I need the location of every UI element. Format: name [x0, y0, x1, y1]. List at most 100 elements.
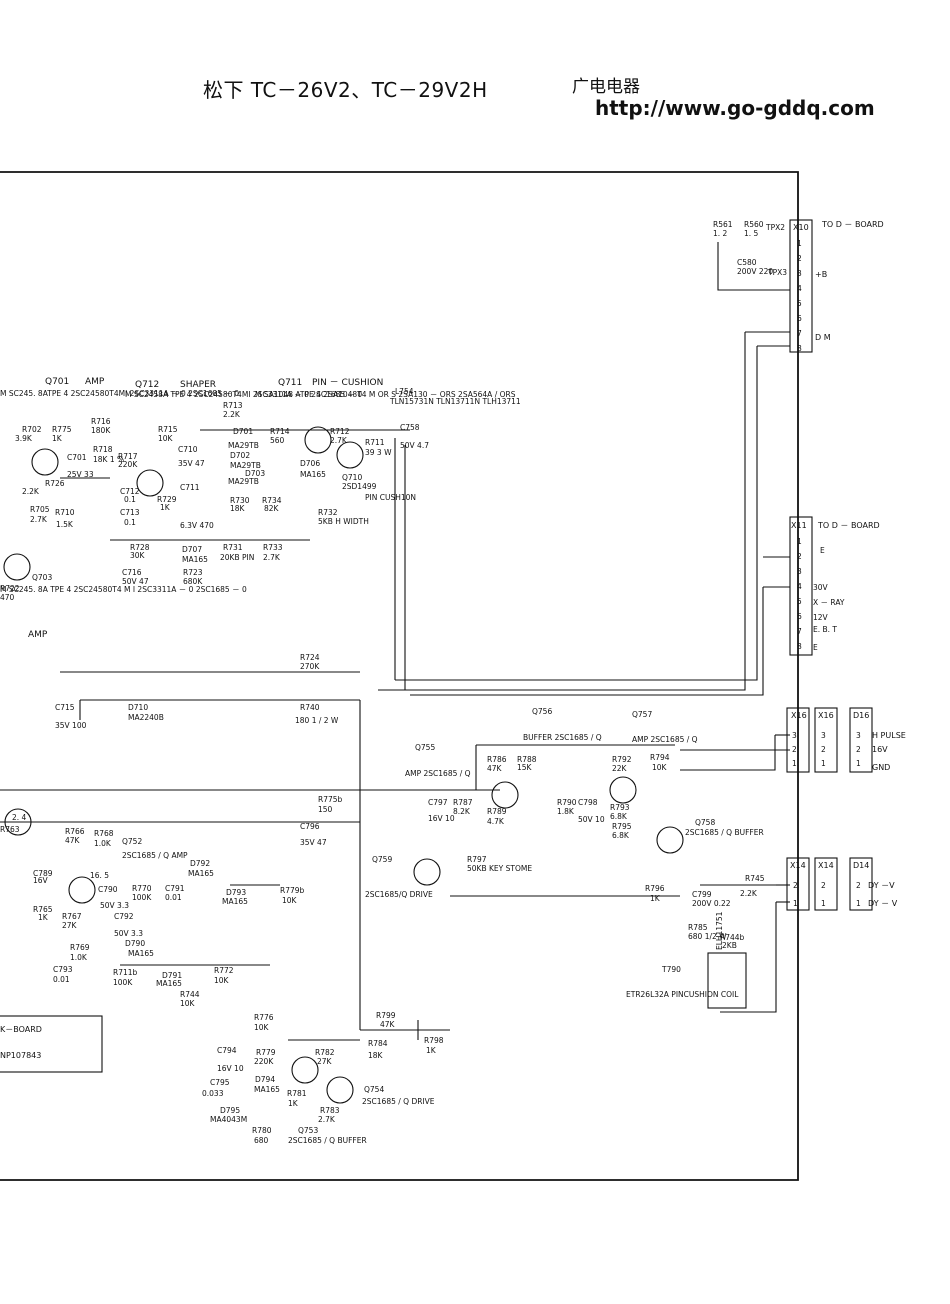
board-part-number: NP107843 [0, 1051, 41, 1060]
pin-number: 1 [792, 759, 797, 768]
component-id: D703 [245, 469, 265, 478]
component-value: 10K [214, 976, 230, 985]
component-id: C580 [737, 258, 757, 267]
component-value: 27K [62, 921, 78, 930]
connector-label: X10 [793, 223, 809, 232]
component-value: 30K [130, 551, 146, 560]
q712-alternates: M SC2458A TPE 4 2SC24580T4MI 2SC3311A － … [125, 390, 362, 399]
board-name: K－BOARD [0, 1025, 42, 1034]
component-id: R765 [33, 905, 53, 914]
pin-label: 12V [813, 613, 829, 622]
q753-symbol [291, 1056, 319, 1084]
component-id: R793 [610, 803, 630, 812]
connector-label: X14 [790, 861, 806, 870]
component-value: MA165 [182, 555, 208, 564]
component-id: C790 [98, 885, 118, 894]
website-url[interactable]: http://www.go-gddq.com [595, 96, 875, 120]
pin-number: 7 [797, 627, 802, 636]
component-id: R770 [132, 884, 152, 893]
component-value: MA4043M [210, 1115, 247, 1124]
component-value: 20KB PIN [220, 553, 254, 562]
q756-symbol [491, 781, 519, 809]
component-value: 0.033 [202, 1089, 224, 1098]
component-value: 39 3 W [365, 448, 392, 457]
component-id: R789 [487, 807, 507, 816]
component-id: R779 [256, 1048, 276, 1057]
pincushion-coil [707, 952, 747, 1009]
component-id: R769 [70, 943, 90, 952]
q712-symbol [136, 469, 164, 497]
component-id: Q756 [532, 707, 552, 716]
component-value: 4.7K [487, 817, 505, 826]
component-labels: R561 1. 2 R560 1. 5 TPX2 TPX3 C580 200V … [0, 220, 787, 1145]
component-value: 82K [264, 504, 280, 513]
component-value: 3.9K [15, 434, 33, 443]
component-id: D790 [125, 939, 145, 948]
pin-cushion-label: PIN CUSH10N [365, 493, 416, 502]
component-id: C795 [210, 1078, 230, 1087]
component-id: R776 [254, 1013, 274, 1022]
component-value: 1K [650, 894, 661, 903]
component-value: AMP 2SC1685 / Q [632, 735, 698, 744]
q751-symbol [4, 808, 32, 836]
page-title: 松下 TC－26V2、TC－29V2H [203, 78, 488, 102]
pin-label: 30V [813, 583, 829, 592]
component-value: 16V [33, 876, 49, 885]
component-value: 0.01 [165, 893, 182, 902]
voltage-label: 2. 4 [12, 813, 27, 822]
q711-alternates: M SA1048 ATPE 4 2SA1048T4 M OR S 2SA130 … [255, 390, 516, 399]
component-value: AMP 2SC1685 / Q [405, 769, 471, 778]
component-value: MA165 [188, 869, 214, 878]
component-value: 47K [380, 1020, 396, 1029]
component-value: MA165 [222, 897, 248, 906]
component-id: C798 [578, 798, 598, 807]
component-id: R732 [318, 508, 338, 517]
component-value: 50V 3.3 [100, 901, 129, 910]
component-id: D701 [233, 427, 253, 436]
component-id: R717 [118, 452, 138, 461]
component-value: 10K [254, 1023, 270, 1032]
component-id: Q755 [415, 743, 435, 752]
component-id: TPX3 [767, 268, 787, 277]
component-id: R711b [113, 968, 138, 977]
component-id: R798 [424, 1036, 444, 1045]
component-value: 270K [300, 662, 320, 671]
component-id: R781 [287, 1089, 307, 1098]
component-value: 18K [230, 504, 246, 513]
component-value: 2.7K [318, 1115, 336, 1124]
component-value: 680 [254, 1136, 269, 1145]
pin-label: 16V [872, 745, 888, 754]
connector-label: X16 [818, 711, 834, 720]
component-id: Q759 [372, 855, 392, 864]
component-id: C701 [67, 453, 87, 462]
pin-label: DY －V [868, 881, 895, 890]
component-value: 5KB H WIDTH [318, 517, 369, 526]
component-value: 6.8K [612, 831, 630, 840]
pin-number: 2 [856, 745, 861, 754]
component-value: 50V 4.7 [400, 441, 429, 450]
component-id: R713 [223, 401, 243, 410]
component-value: 100K [132, 893, 152, 902]
component-value: PIN － CUSHION [312, 378, 383, 388]
q701-alternates: M SC245. 8ATPE 4 2SC24580T4MI 2SC3311A －… [0, 389, 239, 398]
component-id: D793 [226, 888, 246, 897]
component-id: Q711 [278, 378, 302, 388]
component-id: R731 [223, 543, 243, 552]
component-value: BUFFER 2SC1685 / Q [523, 733, 602, 742]
component-id: R785 [688, 923, 708, 932]
component-id: D702 [230, 451, 250, 460]
component-value: AMP [85, 377, 105, 387]
component-id: C712 [120, 487, 140, 496]
component-id: R787 [453, 798, 473, 807]
component-id: C791 [165, 884, 185, 893]
pin-number: 6 [797, 314, 802, 323]
component-id: R744b [720, 933, 745, 942]
pin-number: 2 [821, 881, 826, 890]
component-value: 470 [0, 593, 15, 602]
component-id: R788 [517, 755, 537, 764]
connector-dest: TO D － BOARD [821, 220, 884, 229]
pin-number: 3 [797, 567, 802, 576]
component-value: 50KB KEY STOME [467, 864, 532, 873]
component-id: Q753 [298, 1126, 318, 1135]
component-value: 16V 10 [428, 814, 455, 823]
